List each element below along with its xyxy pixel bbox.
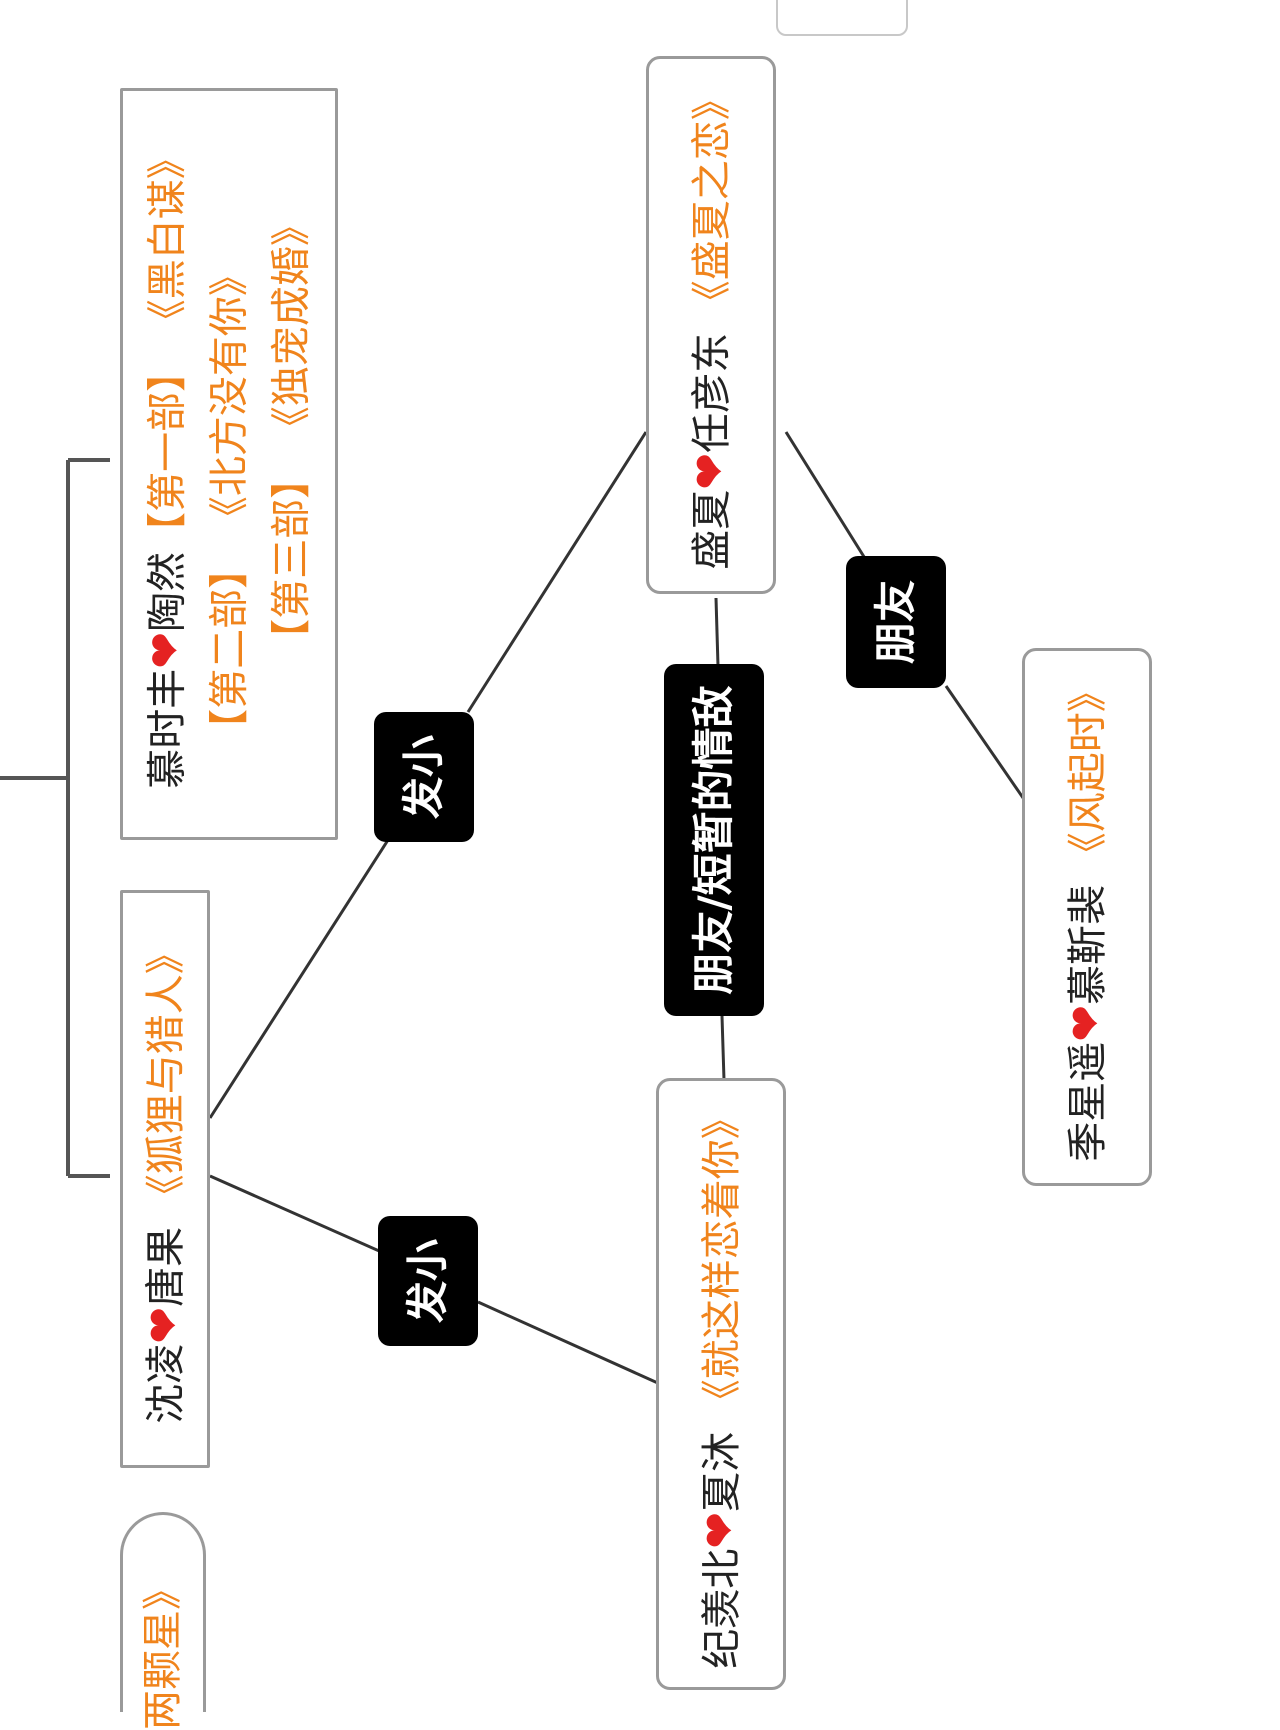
name-sheng-xia: 盛夏 (689, 489, 735, 570)
edge-sheng-to-friend (784, 431, 868, 561)
name-ren-yandong: 任彦东 (689, 332, 735, 453)
heart-icon: ❤ (1061, 1004, 1112, 1042)
book-title-duchong: 《独宠成婚》 (268, 206, 315, 447)
name-tao-ran: 陶然 (144, 551, 191, 632)
book-title-jiuzheyang: 《就这样恋着你》 (699, 1099, 745, 1420)
node-shen-tang[interactable]: 沈凌❤唐果 《狐狸与猎人》 (120, 890, 210, 1468)
name-tang-guo: 唐果 (143, 1226, 189, 1307)
book-title-huli: 《狐狸与猎人》 (143, 934, 189, 1215)
edge-friend-to-jixing (944, 685, 1032, 809)
heart-icon: ❤ (140, 631, 192, 669)
name-ji-xianbei: 纪羡北 (699, 1548, 745, 1669)
heart-icon: ❤ (139, 1306, 190, 1344)
heart-icon: ❤ (685, 452, 736, 490)
edge-sheng-to-rival (714, 597, 720, 667)
edge-shen-to-faxiao-upper (208, 839, 390, 1119)
name-ji-xingyao: 季星遥 (1065, 1041, 1111, 1162)
book-title-heibaimou: 《黑白谋》 (144, 139, 191, 340)
edge-rival-to-ji (720, 1015, 726, 1081)
name-xia-mu: 夏沐 (699, 1431, 745, 1512)
name-shen-ling: 沈凌 (143, 1343, 189, 1424)
edge-label-friend-rival: 朋友/短暂的情敌 (664, 664, 764, 1016)
book-title-shengxia: 《盛夏之恋》 (689, 80, 735, 321)
heart-icon: ❤ (695, 1511, 746, 1549)
book-title-liangkexing: 两颗星》 (140, 1570, 186, 1730)
edge-label-friend: 朋友 (846, 556, 946, 688)
edge-shen-to-faxiao-lower (209, 1174, 387, 1256)
edge-faxiao-lower-to-ji (477, 1300, 661, 1386)
name-mu-shifeng: 慕时丰 (144, 668, 191, 789)
corner-tab (776, 0, 908, 36)
part-label-1: 【第一部】 (144, 351, 191, 552)
part-label-3: 【第三部】 (268, 458, 315, 659)
part-label-2: 【第二部】 (206, 548, 253, 749)
node-mu-tao[interactable]: 慕时丰❤陶然【第一部】 《黑白谋》 【第二部】 《北方没有你》 【第三部】 《独… (120, 88, 338, 840)
edge-faxiao-upper-to-sheng (466, 431, 648, 713)
book-title-beifang: 《北方没有你》 (206, 256, 253, 537)
edge-label-faxiao-upper: 发小 (374, 712, 474, 842)
name-mu-jinpei: 慕靳裴 (1065, 884, 1111, 1005)
book-title-fengqishi: 《风起时》 (1065, 672, 1111, 873)
bracket-connector (0, 458, 110, 1178)
node-ji-xia[interactable]: 纪羡北❤夏沐 《就这样恋着你》 (656, 1078, 786, 1690)
node-partial-bottom[interactable]: 两颗星》 (120, 1512, 206, 1730)
edge-label-faxiao-lower: 发小 (378, 1216, 478, 1346)
node-ji-mu[interactable]: 季星遥❤慕靳裴 《风起时》 (1022, 648, 1152, 1186)
node-sheng-ren[interactable]: 盛夏❤任彦东 《盛夏之恋》 (646, 56, 776, 594)
